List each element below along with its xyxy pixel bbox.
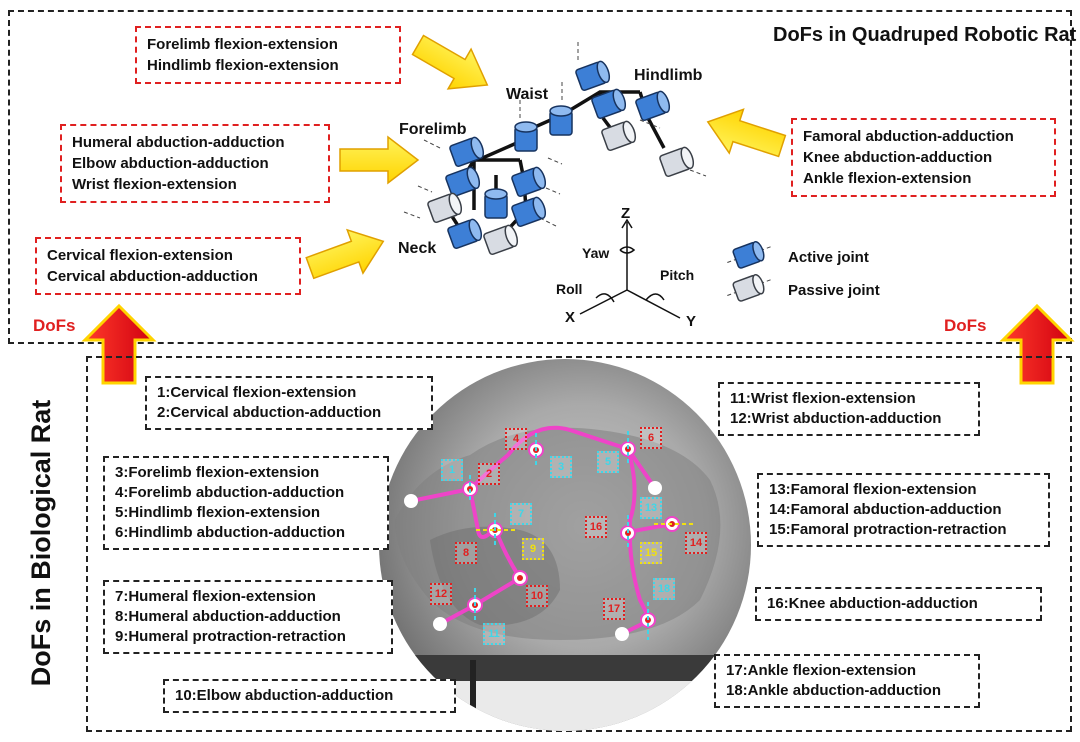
dofs-label-right: DoFs [944, 316, 987, 335]
desc-box-11-12: 11:Wrist flexion-extension 12:Wrist abdu… [718, 382, 980, 436]
passive-joints [427, 120, 695, 256]
robotic-rat-panel [8, 10, 1072, 344]
yaw-label: Yaw [582, 245, 609, 261]
marker-7: 7 [510, 503, 532, 525]
marker-13: 13 [640, 497, 662, 519]
marker-2: 2 [478, 463, 500, 485]
marker-4: 4 [505, 428, 527, 450]
marker-1: 1 [441, 459, 463, 481]
marker-12: 12 [430, 583, 452, 605]
axis-z-label: Z [621, 205, 630, 222]
active-joints [445, 60, 671, 250]
marker-8: 8 [455, 542, 477, 564]
legend-active-label: Active joint [788, 249, 869, 266]
marker-5: 5 [597, 451, 619, 473]
marker-17: 17 [603, 598, 625, 620]
marker-9: 9 [522, 538, 544, 560]
marker-18: 18 [653, 578, 675, 600]
red-arrow-left [81, 303, 157, 385]
yellow-arrow-right [706, 108, 787, 158]
joint-axes [403, 40, 707, 227]
label-forelimb: Forelimb [399, 121, 467, 138]
red-arrow-right [999, 303, 1075, 385]
desc-box-17-18: 17:Ankle flexion-extension 18:Ankle abdu… [714, 654, 980, 708]
label-hindlimb: Hindlimb [634, 67, 703, 84]
marker-10: 10 [526, 585, 548, 607]
legend-passive-label: Passive joint [788, 282, 880, 299]
label-neck: Neck [398, 240, 436, 257]
cervical-box: Cervical flexion-extension Cervical abdu… [35, 237, 301, 295]
axis-x-label: X [565, 309, 575, 326]
dofs-label-left: DoFs [33, 316, 76, 335]
axis-y-label: Y [686, 313, 696, 330]
yellow-arrow-mid-left [339, 135, 420, 185]
desc-box-16: 16:Knee abduction-adduction [755, 587, 1042, 621]
marker-15: 15 [640, 542, 662, 564]
yellow-arrow-top [411, 34, 489, 90]
famoral-box: Famoral abduction-adduction Knee abducti… [791, 118, 1056, 197]
marker-11: 11 [483, 623, 505, 645]
humeral-box: Humeral abduction-adduction Elbow abduct… [60, 124, 330, 203]
marker-16: 16 [585, 516, 607, 538]
marker-14: 14 [685, 532, 707, 554]
yellow-arrow-bottom-left [305, 228, 385, 280]
desc-box-3-6: 3:Forelimb flexion-extension 4:Forelimb … [103, 456, 389, 550]
marker-6: 6 [640, 427, 662, 449]
legend-active-icon [727, 240, 771, 269]
desc-box-10: 10:Elbow abduction-adduction [163, 679, 456, 713]
flexion-box: Forelimb flexion-extension Hindlimb flex… [135, 26, 401, 84]
biological-rat-panel [86, 356, 1072, 732]
marker-3: 3 [550, 456, 572, 478]
legend-passive-icon [727, 273, 771, 302]
label-waist: Waist [506, 86, 549, 103]
coordinate-frame [579, 218, 681, 319]
desc-box-7-9: 7:Humeral flexion-extension 8:Humeral ab… [103, 580, 393, 654]
joint-crosshairs [469, 431, 694, 640]
desc-box-13-15: 13:Famoral flexion-extension 14:Famoral … [757, 473, 1050, 547]
desc-box-1-2: 1:Cervical flexion-extension 2:Cervical … [145, 376, 433, 430]
pitch-label: Pitch [660, 267, 694, 283]
robotic-panel-title: DoFs in Quadruped Robotic Rat [773, 24, 1077, 46]
roll-label: Roll [556, 281, 582, 297]
